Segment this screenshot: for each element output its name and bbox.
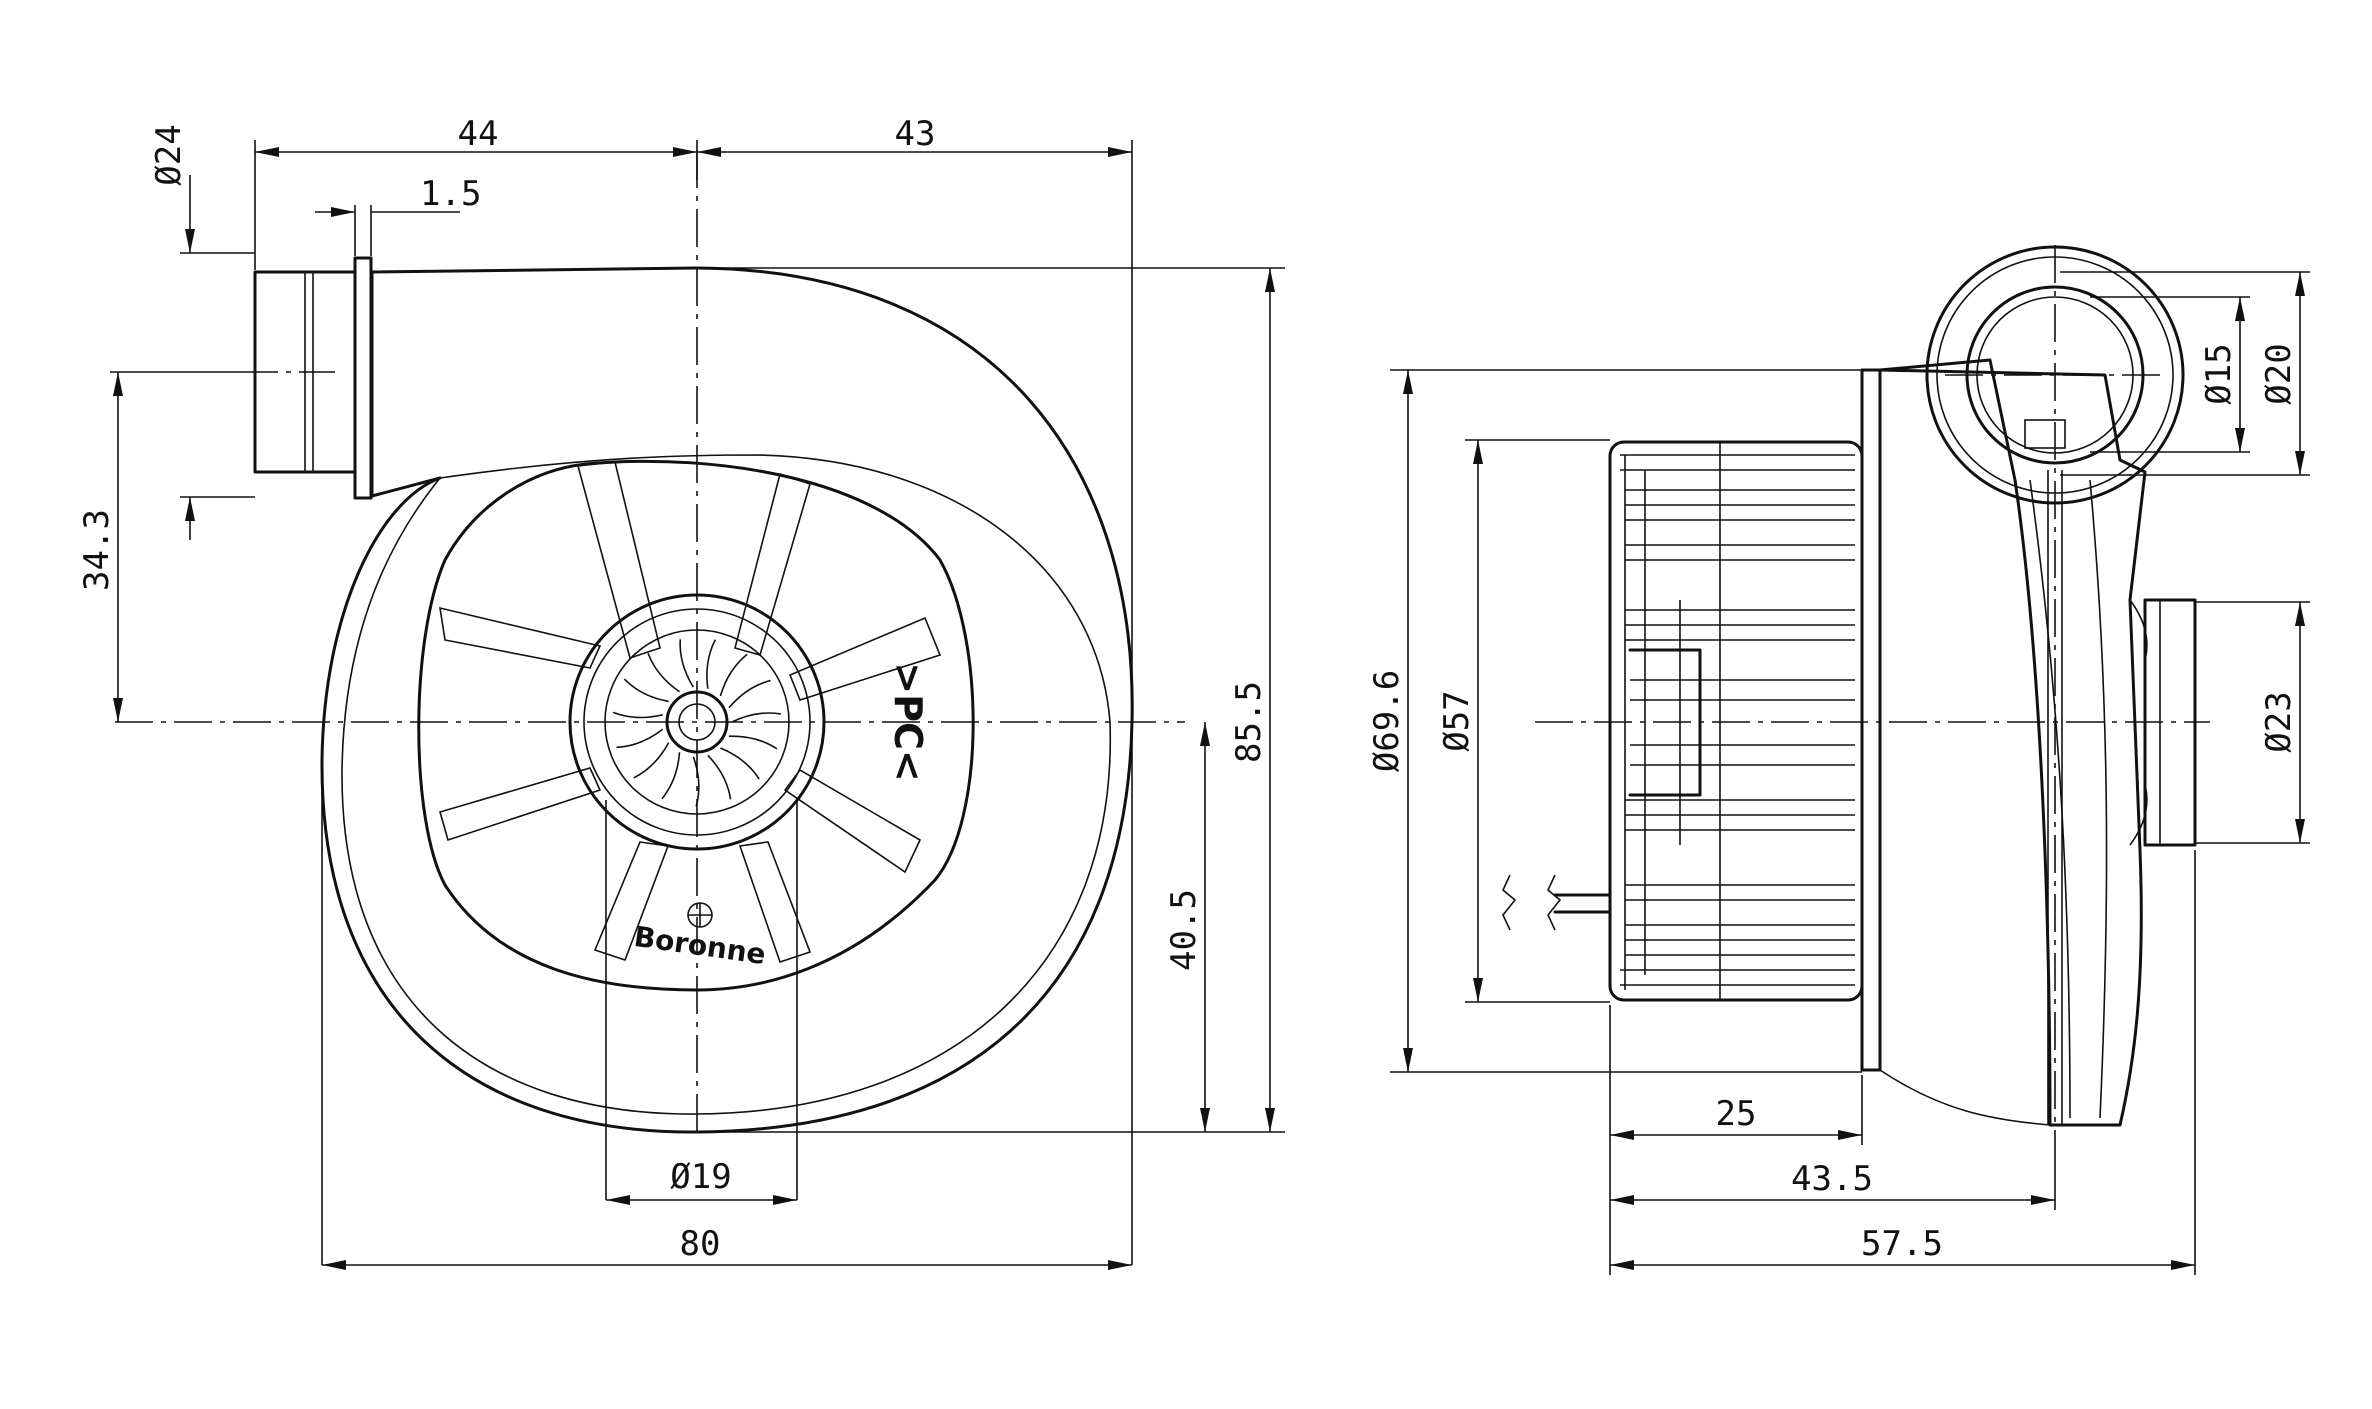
hub-inner-ring xyxy=(604,629,790,815)
dim-dia15: Ø15 xyxy=(2199,343,2239,404)
pc-mark: >PC< xyxy=(886,662,930,781)
dim-1.5: 1.5 xyxy=(420,174,481,214)
inlet-ring-outer xyxy=(1925,245,2185,505)
dim-dia23: Ø23 xyxy=(2259,691,2299,752)
outlet-nozzle xyxy=(2143,598,2197,847)
impeller-shroud xyxy=(417,459,975,992)
hub-outer-ring xyxy=(568,593,826,851)
dim-44: 44 xyxy=(458,114,499,154)
dim-dia57: Ø57 xyxy=(1437,690,1477,751)
mount-plate xyxy=(1860,368,1882,1072)
hub-middle-ring xyxy=(583,608,811,836)
dim-57.5: 57.5 xyxy=(1861,1224,1943,1264)
shaft-ring xyxy=(665,690,729,754)
front-view: >PC< Boronne 44 43 1.5 Ø24 xyxy=(77,114,1285,1270)
dim-dia20: Ø20 xyxy=(2259,343,2299,404)
volute-side-body xyxy=(1878,358,2147,1127)
dim-80: 80 xyxy=(680,1224,721,1264)
shaft xyxy=(678,703,716,741)
dim-dia69.6: Ø69.6 xyxy=(1367,670,1407,772)
inlet-flange xyxy=(353,256,373,500)
dim-dia24: Ø24 xyxy=(149,124,189,185)
logo: Boronne xyxy=(632,902,768,971)
dim-43: 43 xyxy=(895,114,936,154)
wire-lead xyxy=(1502,874,1612,931)
motor-body xyxy=(1608,440,1864,1002)
side-view: Ø69.6 Ø57 Ø15 Ø20 Ø23 25 43.5 57.5 xyxy=(1367,245,2310,1275)
impeller-blades xyxy=(439,461,942,964)
dim-25: 25 xyxy=(1716,1094,1757,1134)
volute-housing xyxy=(320,266,1134,1134)
dim-dia19: Ø19 xyxy=(670,1157,731,1197)
inlet-ring-inner xyxy=(1965,285,2145,465)
hub-fan-blades xyxy=(612,639,782,807)
inlet-ring-mid xyxy=(1936,256,2174,494)
dim-40.5: 40.5 xyxy=(1164,889,1204,971)
dim-85.5: 85.5 xyxy=(1229,681,1269,763)
dim-34.3: 34.3 xyxy=(77,509,117,591)
volute-inner-rim xyxy=(341,454,1112,1115)
dim-43.5: 43.5 xyxy=(1791,1159,1873,1199)
